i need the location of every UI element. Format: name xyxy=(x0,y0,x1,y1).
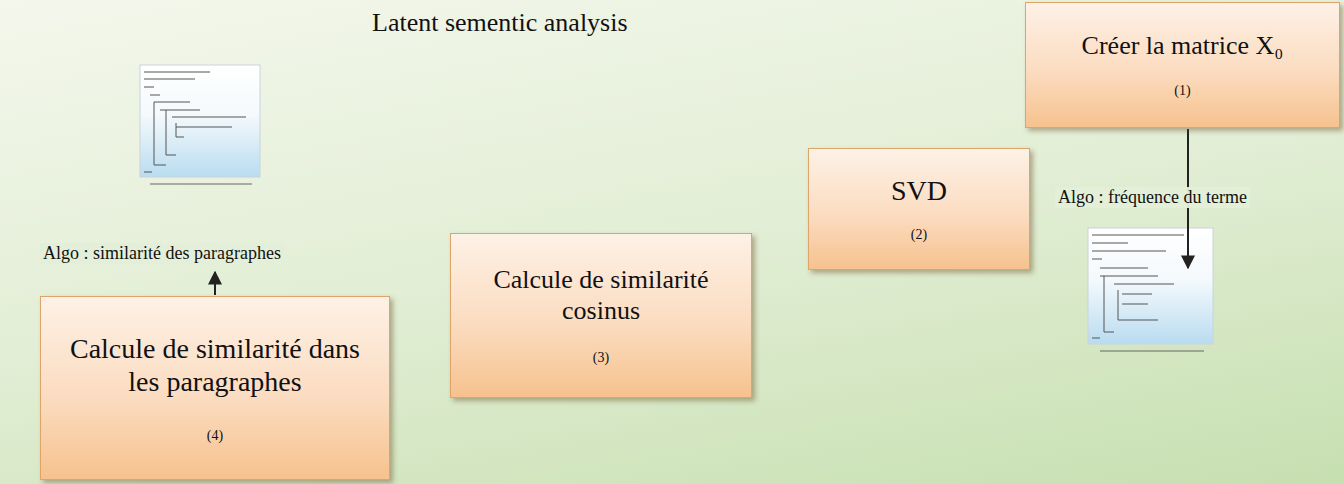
box-title: Calcule de similarité cosinus xyxy=(463,264,739,326)
algorithm-label: Algo : fréquence du terme xyxy=(1055,187,1250,208)
process-box: Créer la matrice X₀ (1) xyxy=(1025,2,1340,128)
algorithm-label: Algo : similarité des paragraphes xyxy=(40,243,284,264)
process-box: Calcule de similarité dans les paragraph… xyxy=(40,296,390,480)
step-number: (1) xyxy=(1174,83,1190,100)
step-number: (3) xyxy=(593,350,609,367)
process-box: Calcule de similarité cosinus (3) xyxy=(450,233,752,398)
step-number: (2) xyxy=(911,227,927,244)
document-thumbnail xyxy=(1088,228,1213,351)
arrow-line xyxy=(214,272,216,295)
process-box: SVD (2) xyxy=(808,148,1030,270)
document-thumbnail xyxy=(140,65,260,184)
box-title: Créer la matrice X₀ xyxy=(1082,30,1284,61)
box-title: SVD xyxy=(891,174,947,208)
step-number: (4) xyxy=(207,428,223,445)
diagram-title: Latent sementic analysis xyxy=(372,8,628,38)
box-title: Calcule de similarité dans les paragraph… xyxy=(53,332,377,399)
